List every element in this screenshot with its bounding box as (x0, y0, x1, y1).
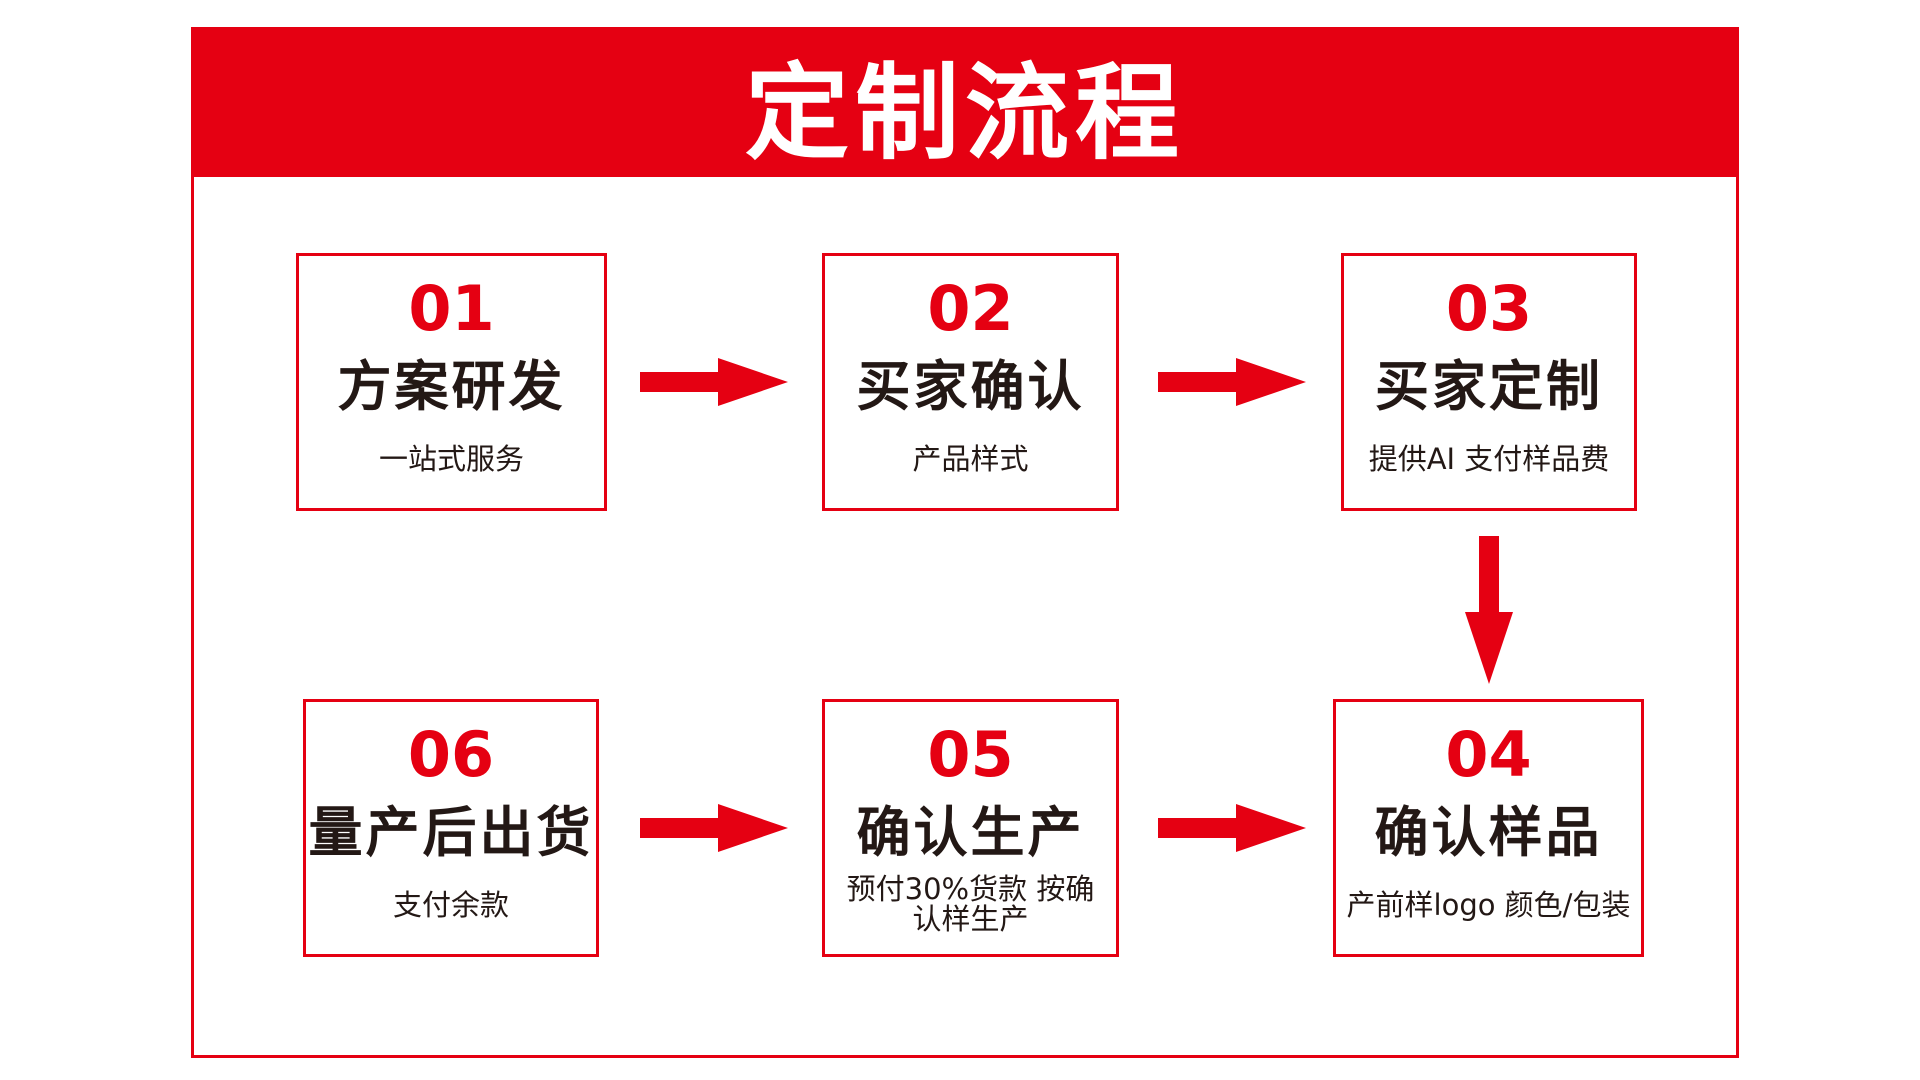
step-number: 03 (1445, 272, 1533, 345)
step-title: 方案研发 (337, 355, 566, 418)
step-description: 产前样logo 颜色/包装 (1346, 888, 1631, 922)
step-04-box: 04 确认样品 产前样logo 颜色/包装 (1333, 699, 1644, 957)
step-title: 买家定制 (1375, 355, 1603, 418)
step-title: 确认样品 (1374, 801, 1603, 864)
step-title: 确认生产 (856, 801, 1085, 864)
step-title: 量产后出货 (308, 801, 594, 864)
step-number: 01 (408, 272, 495, 345)
title-banner: 定制流程 (194, 30, 1736, 177)
step-06-box: 06 量产后出货 支付余款 (303, 699, 599, 957)
arrow-right-icon (1158, 804, 1306, 852)
step-number: 05 (927, 718, 1014, 791)
arrow-down-icon (1465, 536, 1513, 684)
step-description: 一站式服务 (378, 442, 524, 476)
step-description: 支付余款 (392, 888, 509, 922)
arrow-right-icon (1158, 358, 1306, 406)
step-number: 06 (407, 718, 495, 791)
step-description: 预付30%货款 按确认样生产 (846, 872, 1095, 937)
step-02-box: 02 买家确认 产品样式 (822, 253, 1119, 511)
step-number: 04 (1445, 718, 1532, 791)
step-description: 产品样式 (912, 442, 1029, 476)
arrow-right-icon (640, 358, 788, 406)
arrow-right-icon (640, 804, 788, 852)
step-title: 买家确认 (856, 355, 1085, 418)
step-01-box: 01 方案研发 一站式服务 (296, 253, 607, 511)
step-number: 02 (927, 272, 1014, 345)
step-05-box: 05 确认生产 预付30%货款 按确认样生产 (822, 699, 1119, 957)
step-description: 提供AI 支付样品费 (1368, 442, 1610, 476)
page-title: 定制流程 (744, 52, 1185, 174)
step-03-box: 03 买家定制 提供AI 支付样品费 (1341, 253, 1637, 511)
